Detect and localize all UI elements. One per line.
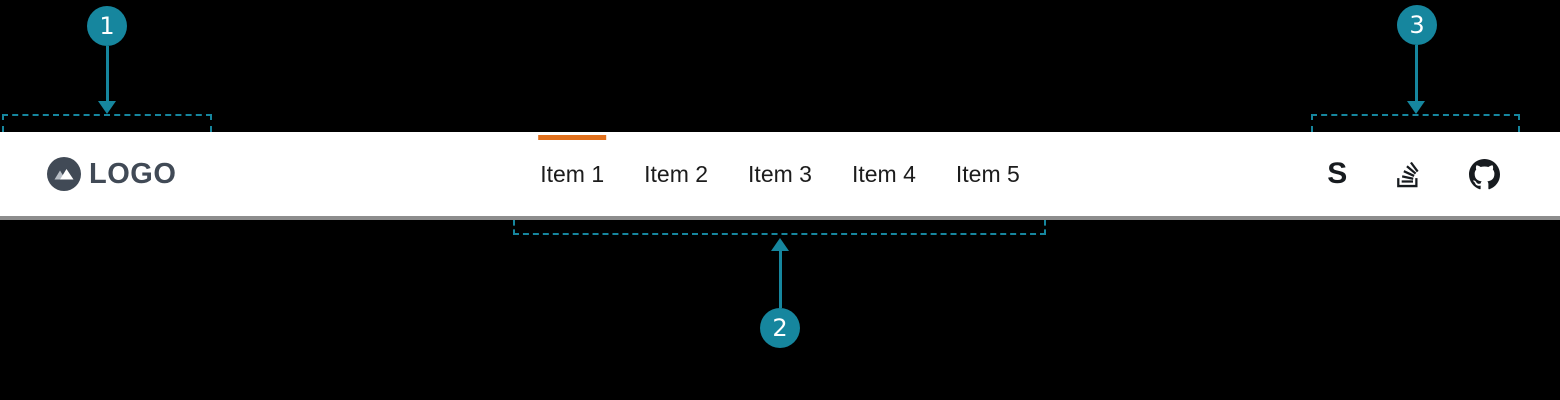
active-indicator	[538, 135, 607, 140]
callout-3-arrow-line	[1415, 45, 1418, 102]
callout-1-arrow-line	[106, 46, 109, 102]
mountain-icon	[47, 157, 81, 191]
logo-text: LOGO	[89, 157, 177, 190]
nav-item-label: Item 1	[540, 160, 605, 187]
nav-item-label: Item 2	[644, 160, 709, 187]
nav-item-label: Item 5	[955, 160, 1020, 187]
nav-item-label: Item 3	[748, 160, 812, 187]
nav-item-5[interactable]: Item 5	[956, 132, 1020, 216]
nav-item-4[interactable]: Item 4	[852, 132, 916, 216]
stack-overflow-icon[interactable]	[1397, 160, 1419, 189]
callout-3-badge: 3	[1397, 5, 1437, 45]
nav-menu: Item 1 Item 2 Item 3 Item 4 Item 5	[538, 132, 1020, 216]
github-icon[interactable]	[1469, 158, 1500, 190]
annotation-region-nav-items	[513, 220, 1046, 235]
annotation-region-social-icons	[1311, 114, 1520, 132]
nav-item-1[interactable]: Item 1	[538, 132, 607, 216]
callout-2-arrow-line	[779, 251, 782, 308]
nav-item-2[interactable]: Item 2	[644, 132, 708, 216]
logo[interactable]: LOGO	[47, 132, 176, 216]
nav-item-3[interactable]: Item 3	[748, 132, 812, 216]
nav-item-label: Item 4	[851, 160, 916, 187]
callout-2-arrowhead-icon	[771, 238, 789, 251]
callout-2-badge: 2	[760, 308, 800, 348]
navbar: LOGO Item 1 Item 2 Item 3 Item 4 Item 5 …	[0, 132, 1560, 220]
callout-3-arrowhead-icon	[1407, 101, 1425, 114]
annotation-region-logo	[2, 114, 212, 132]
callout-1-badge: 1	[87, 6, 127, 46]
stack-exchange-icon[interactable]: S	[1327, 157, 1348, 190]
callout-1-arrowhead-icon	[98, 101, 116, 114]
social-icons: S	[1327, 132, 1500, 216]
